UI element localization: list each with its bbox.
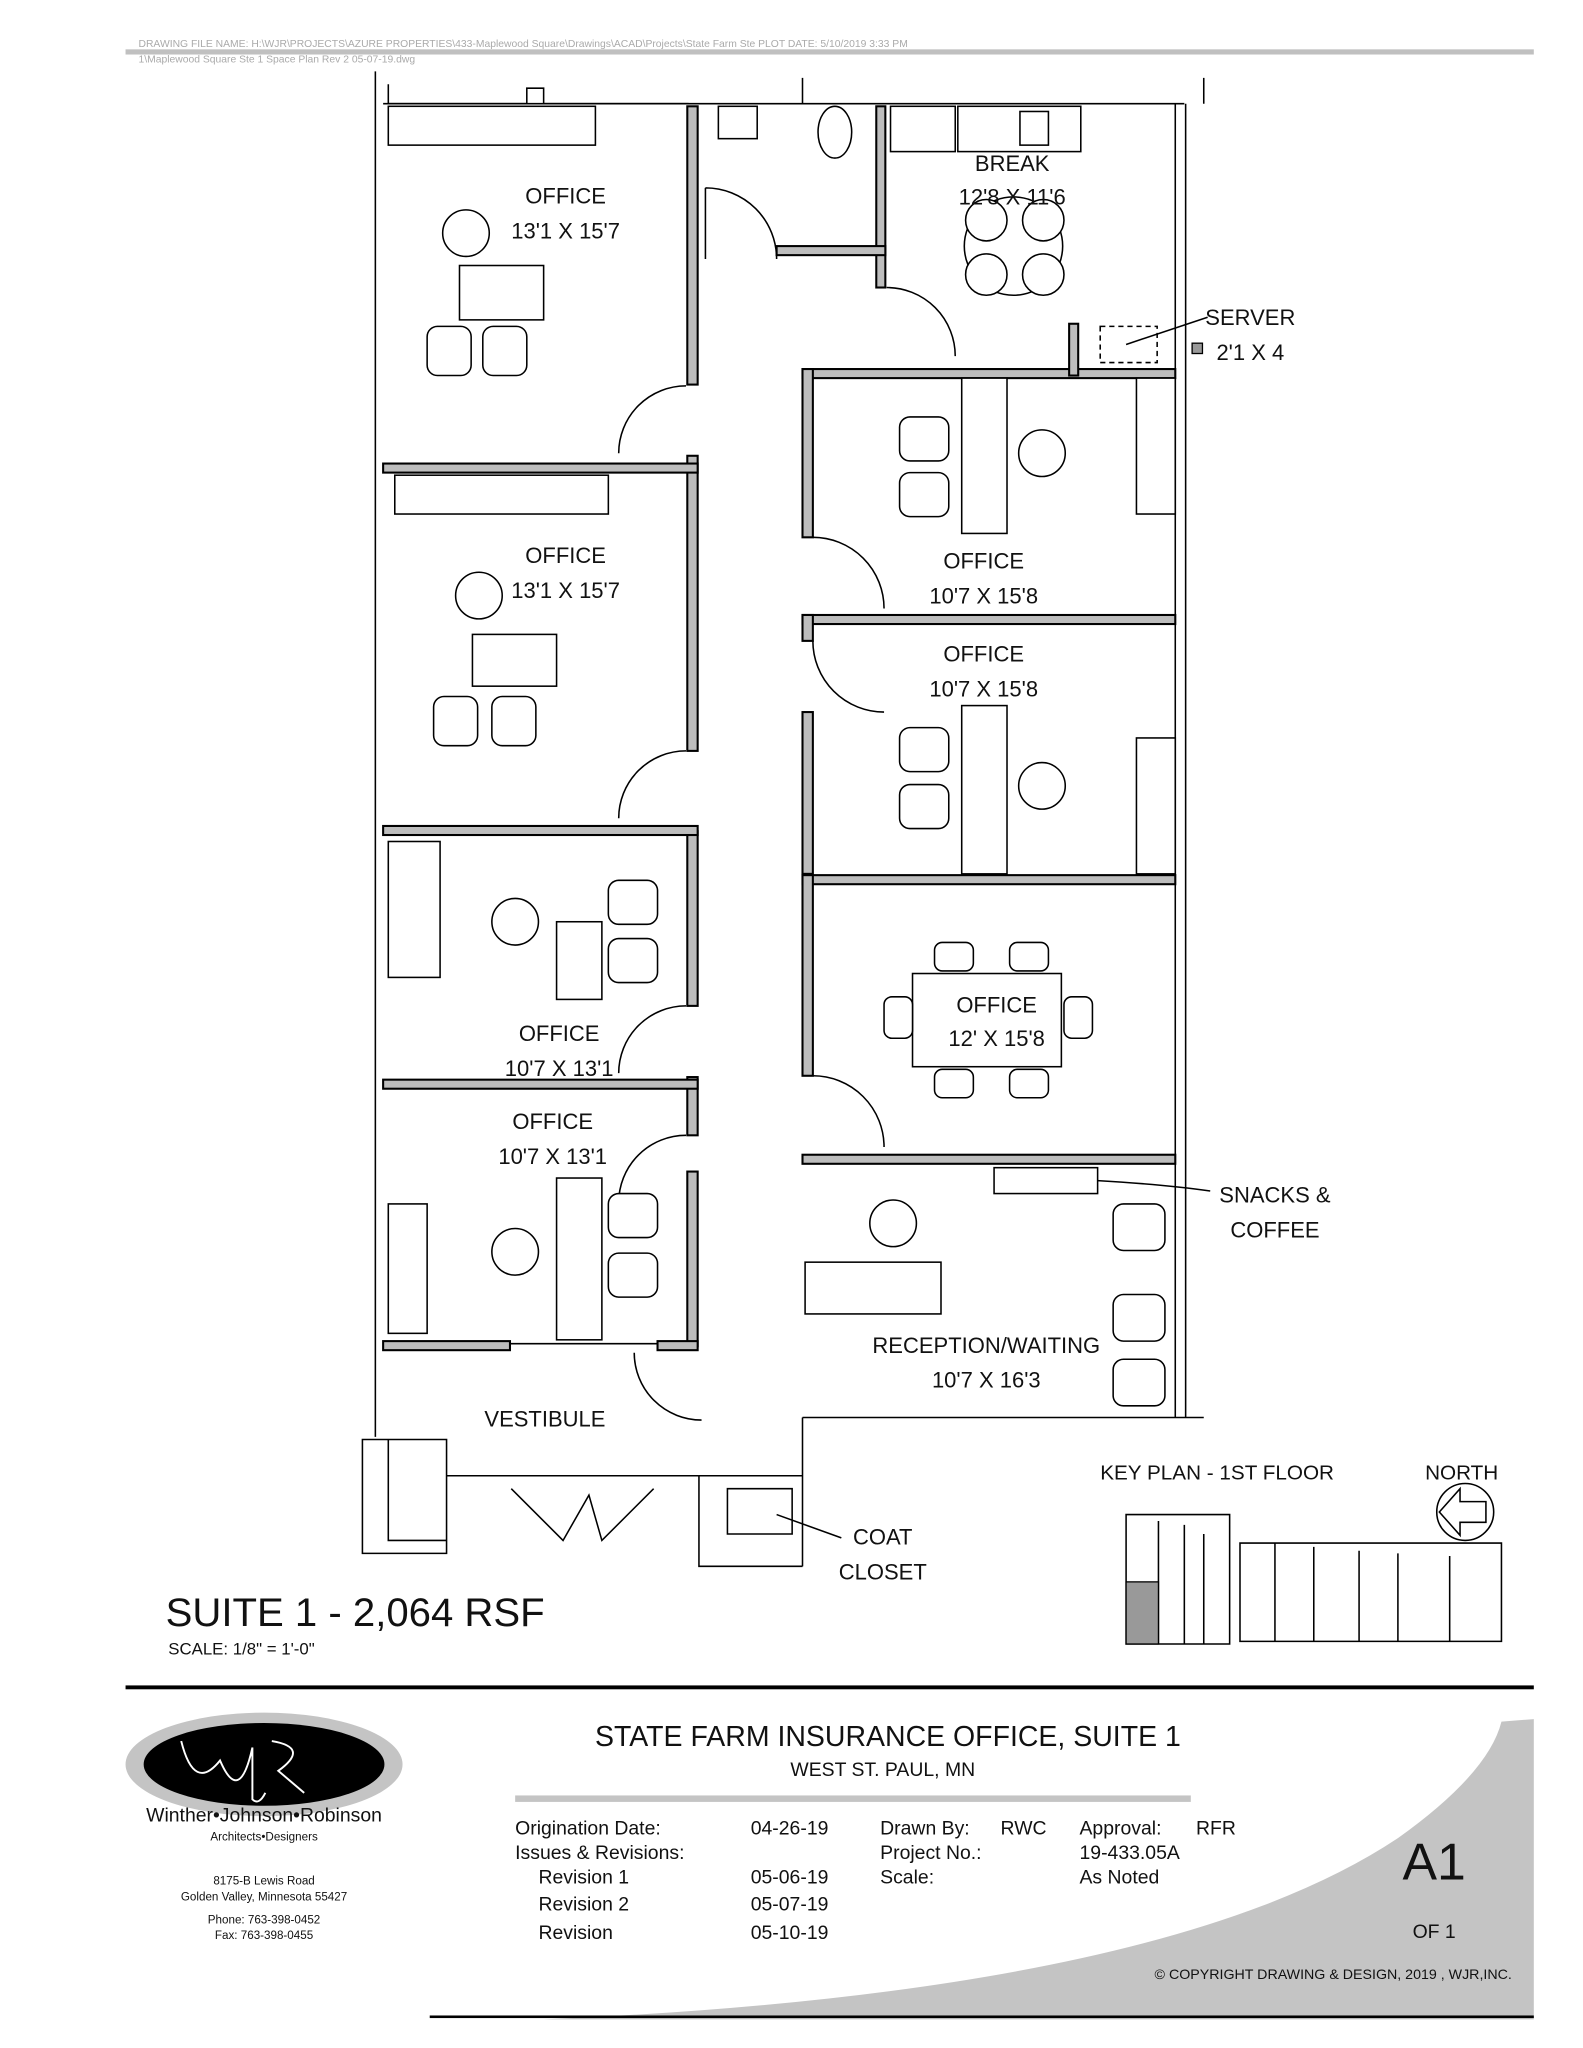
revision-label: Revision 2 bbox=[538, 1894, 629, 1916]
room-size: 13'1 X 15'7 bbox=[511, 218, 620, 243]
room-name: VESTIBULE bbox=[484, 1407, 605, 1432]
floor-plan bbox=[361, 71, 1211, 1568]
room-size: 10'7 X 15'8 bbox=[929, 677, 1038, 702]
sheet-number: A1 bbox=[1402, 1833, 1465, 1891]
room-name: OFFICE bbox=[519, 1021, 600, 1046]
coat-callout: COAT bbox=[853, 1524, 912, 1549]
room-size: 10'7 X 13'1 bbox=[505, 1056, 614, 1081]
room-name: OFFICE bbox=[956, 992, 1037, 1017]
firm-subtitle: Architects•Designers bbox=[210, 1831, 318, 1844]
suite-title: SUITE 1 - 2,064 RSF bbox=[166, 1590, 545, 1635]
snacks-callout-2: COFFEE bbox=[1230, 1218, 1319, 1243]
approval-label: Approval: bbox=[1079, 1817, 1161, 1839]
room-size: 12'8 X 11'6 bbox=[959, 185, 1066, 210]
scale-label: Scale: bbox=[880, 1866, 934, 1888]
firm-fax: Fax: 763-398-0455 bbox=[215, 1929, 313, 1942]
file-name-line: DRAWING FILE NAME: H:\WJR\PROJECTS\AZURE… bbox=[138, 39, 907, 50]
origination-label: Origination Date: bbox=[515, 1817, 661, 1839]
key-plan bbox=[1125, 1513, 1503, 1645]
scale-value: As Noted bbox=[1079, 1866, 1159, 1888]
drawn-by: RWC bbox=[1001, 1817, 1047, 1839]
north-arrow-icon bbox=[1435, 1482, 1495, 1542]
coat-callout-2: CLOSET bbox=[839, 1559, 927, 1584]
issues-label: Issues & Revisions: bbox=[515, 1842, 684, 1864]
firm-city: Golden Valley, Minnesota 55427 bbox=[181, 1890, 347, 1903]
header-rule bbox=[125, 49, 1534, 55]
room-name: BREAK bbox=[975, 151, 1050, 176]
title-divider bbox=[515, 1795, 1191, 1802]
room-size: 10'7 X 15'8 bbox=[929, 583, 1038, 608]
server-callout: SERVER bbox=[1205, 305, 1295, 330]
project-title: STATE FARM INSURANCE OFFICE, SUITE 1 bbox=[595, 1721, 1181, 1753]
firm-phone: Phone: 763-398-0452 bbox=[208, 1914, 320, 1927]
approval: RFR bbox=[1196, 1817, 1236, 1839]
snacks-callout: SNACKS & bbox=[1219, 1183, 1331, 1208]
server-size: 2'1 X 4 bbox=[1216, 340, 1284, 365]
room-size: 10'7 X 16'3 bbox=[932, 1368, 1041, 1393]
file-name-line-2: 1\Maplewood Square Ste 1 Space Plan Rev … bbox=[138, 54, 415, 65]
revision-label: Revision bbox=[538, 1922, 612, 1944]
revision-date: 05-07-19 bbox=[751, 1894, 829, 1916]
wjr-logo bbox=[125, 1712, 403, 1817]
origination-date: 04-26-19 bbox=[751, 1817, 829, 1839]
sheet-of: OF 1 bbox=[1413, 1921, 1456, 1943]
title-block-swoosh bbox=[543, 1719, 1534, 2020]
project-no-label: Project No.: bbox=[880, 1842, 981, 1864]
room-size: 12' X 15'8 bbox=[948, 1026, 1044, 1051]
room-name: OFFICE bbox=[943, 642, 1024, 667]
room-size: 13'1 X 15'7 bbox=[511, 578, 620, 603]
room-name: RECEPTION/WAITING bbox=[872, 1333, 1100, 1358]
revision-date: 05-10-19 bbox=[751, 1922, 829, 1944]
drawn-by-label: Drawn By: bbox=[880, 1817, 970, 1839]
room-name: OFFICE bbox=[943, 548, 1024, 573]
room-name: OFFICE bbox=[512, 1109, 593, 1134]
firm-name: Winther•Johnson•Robinson bbox=[146, 1804, 382, 1826]
project-no: 19-433.05A bbox=[1079, 1842, 1179, 1864]
north-label: NORTH bbox=[1425, 1462, 1498, 1485]
room-name: OFFICE bbox=[525, 543, 606, 568]
firm-address: 8175-B Lewis Road bbox=[213, 1875, 314, 1888]
title-block-rule bbox=[125, 1685, 1534, 1690]
suite-scale: SCALE: 1/8" = 1'-0" bbox=[168, 1639, 314, 1658]
revision-label: Revision 1 bbox=[538, 1866, 629, 1888]
room-size: 10'7 X 13'1 bbox=[498, 1144, 607, 1169]
revision-date: 05-06-19 bbox=[751, 1866, 829, 1888]
key-plan-title: KEY PLAN - 1ST FLOOR bbox=[1100, 1462, 1334, 1485]
copyright: © COPYRIGHT DRAWING & DESIGN, 2019 , WJR… bbox=[1155, 1967, 1512, 1983]
room-name: OFFICE bbox=[525, 183, 606, 208]
project-location: WEST ST. PAUL, MN bbox=[790, 1759, 975, 1781]
room-labels: OFFICE 13'1 X 15'7 OFFICE 13'1 X 15'7 OF… bbox=[484, 151, 1330, 1584]
title-block-bottom-rule bbox=[429, 2015, 1534, 2019]
